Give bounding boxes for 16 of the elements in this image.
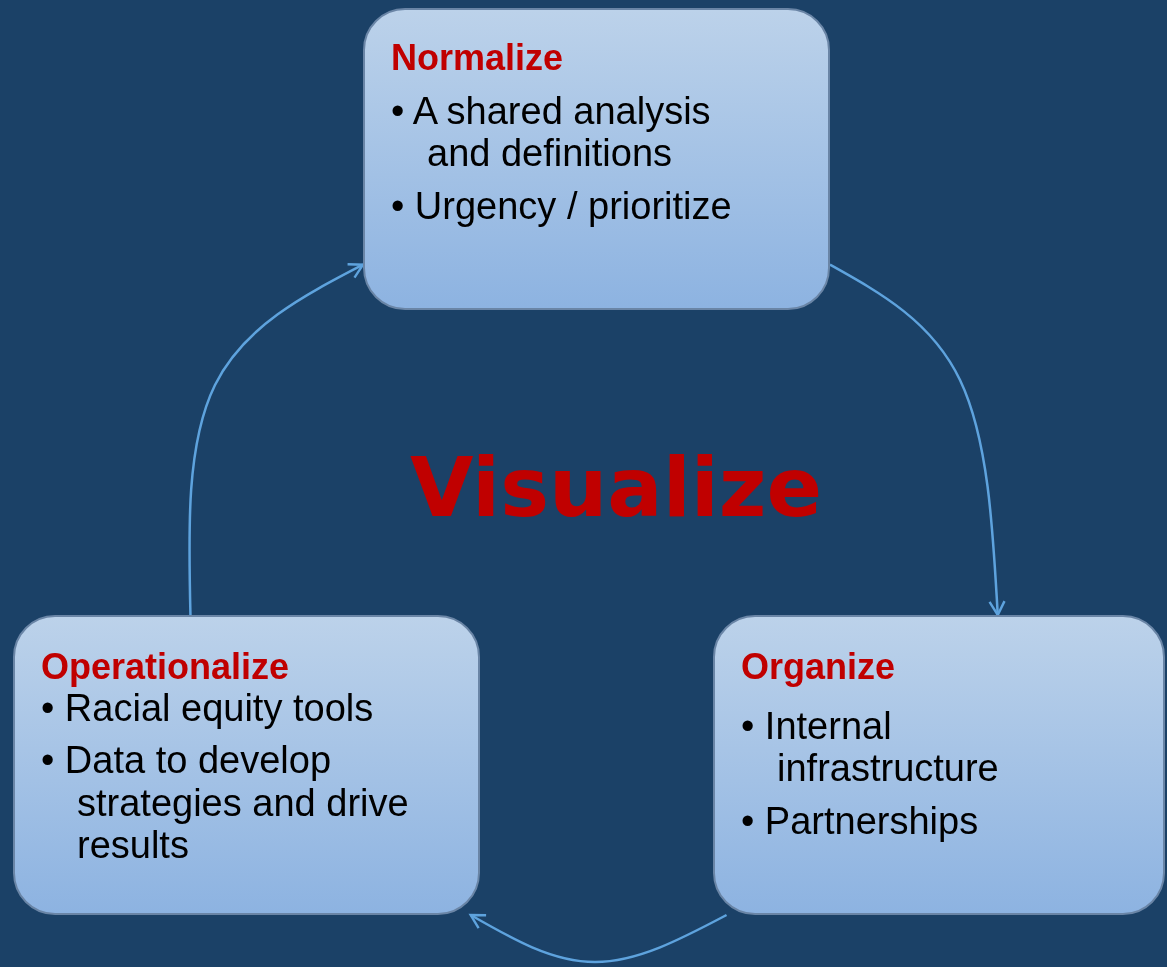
- bullet-item: • Urgency / prioritize: [391, 184, 733, 228]
- bullet-item: • Data to develop strategies and drive results: [41, 739, 410, 867]
- box-heading: Operationalize: [41, 647, 291, 687]
- rounded-box: [13, 615, 480, 915]
- rounded-box: [713, 615, 1165, 915]
- curved-arrow: [469, 913, 728, 964]
- bullet-item: • Racial equity tools: [41, 686, 375, 730]
- rounded-box: [363, 8, 830, 310]
- center-title: Visualize: [410, 440, 823, 535]
- bullet-item: • Internal infrastructure: [741, 704, 1000, 790]
- curved-arrow: [829, 263, 1006, 617]
- box-heading: Normalize: [391, 38, 565, 78]
- box-heading: Organize: [741, 647, 897, 687]
- bullet-item: • Partnerships: [741, 799, 980, 843]
- bullet-item: • A shared analysis and definitions: [391, 89, 712, 175]
- curved-arrow: [188, 263, 365, 616]
